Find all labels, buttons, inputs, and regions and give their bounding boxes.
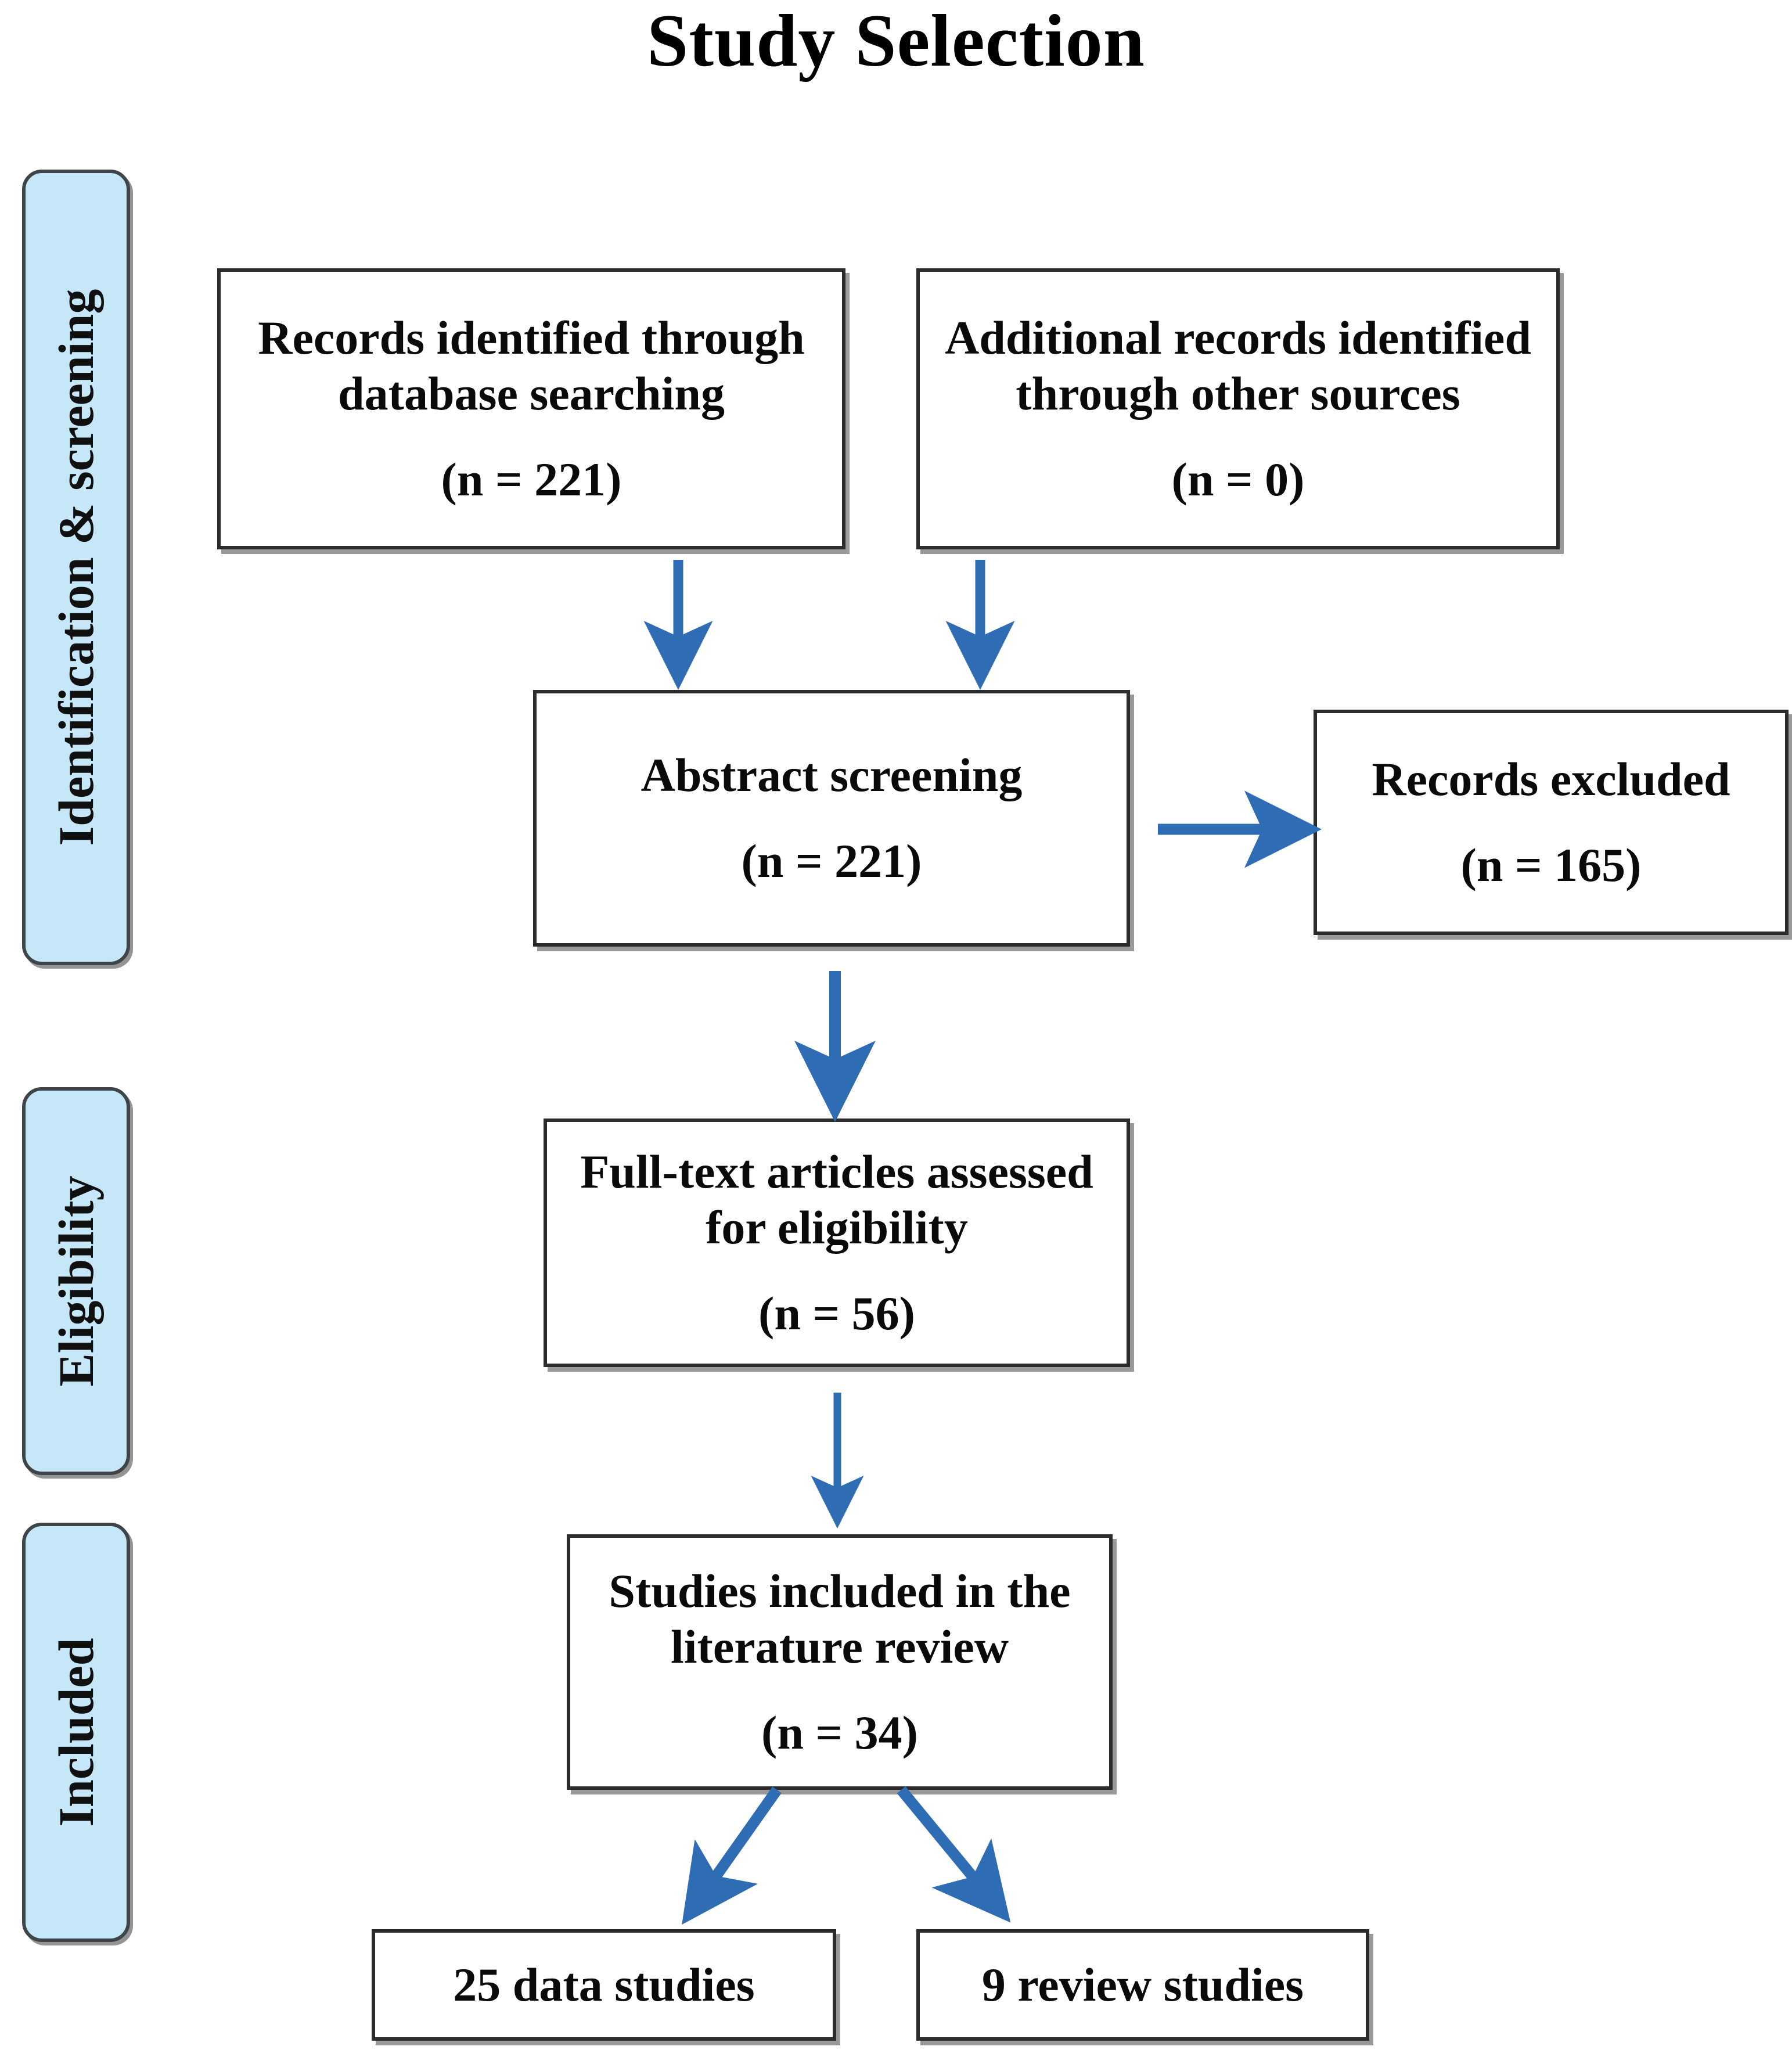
box-review-studies: 9 review studies <box>916 1929 1369 2041</box>
stage-label-eligibility: Eligibility <box>48 1175 104 1387</box>
box-records-identified-database-text: Records identified through database sear… <box>258 311 805 420</box>
connector-included-to-data-studies <box>682 1786 782 1925</box>
box-full-text-articles-text: Full-text articles assessed for eligibil… <box>580 1145 1093 1254</box>
stage-pill-eligibility: Eligibility <box>22 1087 130 1475</box>
box-records-identified-database: Records identified through database sear… <box>217 268 845 549</box>
box-abstract-screening-count: (n = 221) <box>741 835 922 887</box>
box-data-studies: 25 data studies <box>372 1929 836 2041</box>
box-studies-included: Studies included in the literature revie… <box>567 1534 1113 1790</box>
box-records-excluded: Records excluded (n = 165) <box>1314 710 1789 935</box>
stage-label-included: Included <box>48 1638 104 1827</box>
box-additional-records-other-sources-text: Additional records identified through ot… <box>945 311 1531 420</box>
stage-pill-identification-screening: Identification & screening <box>22 170 130 965</box>
box-full-text-articles-count: (n = 56) <box>758 1286 915 1340</box>
box-additional-records-other-sources: Additional records identified through ot… <box>916 268 1560 549</box>
box-full-text-articles: Full-text articles assessed for eligibil… <box>544 1118 1130 1367</box>
box-studies-included-text: Studies included in the literature revie… <box>609 1565 1071 1674</box>
box-data-studies-text: 25 data studies <box>453 1958 755 2012</box>
box-abstract-screening-text: Abstract screening <box>640 749 1023 802</box>
box-records-identified-database-count: (n = 221) <box>441 452 622 506</box>
page-title: Study Selection <box>647 0 1145 82</box>
stage-label-identification-screening: Identification & screening <box>48 289 104 846</box>
stage-pill-included: Included <box>22 1523 130 1942</box>
box-abstract-screening: Abstract screening (n = 221) <box>533 690 1130 947</box>
box-studies-included-count: (n = 34) <box>761 1706 918 1759</box>
box-review-studies-text: 9 review studies <box>981 1958 1304 2012</box>
box-records-excluded-count: (n = 165) <box>1460 839 1642 891</box>
connector-included-to-review-studies <box>897 1786 1011 1923</box>
box-additional-records-other-sources-count: (n = 0) <box>1171 452 1305 506</box>
box-records-excluded-text: Records excluded <box>1372 753 1730 806</box>
